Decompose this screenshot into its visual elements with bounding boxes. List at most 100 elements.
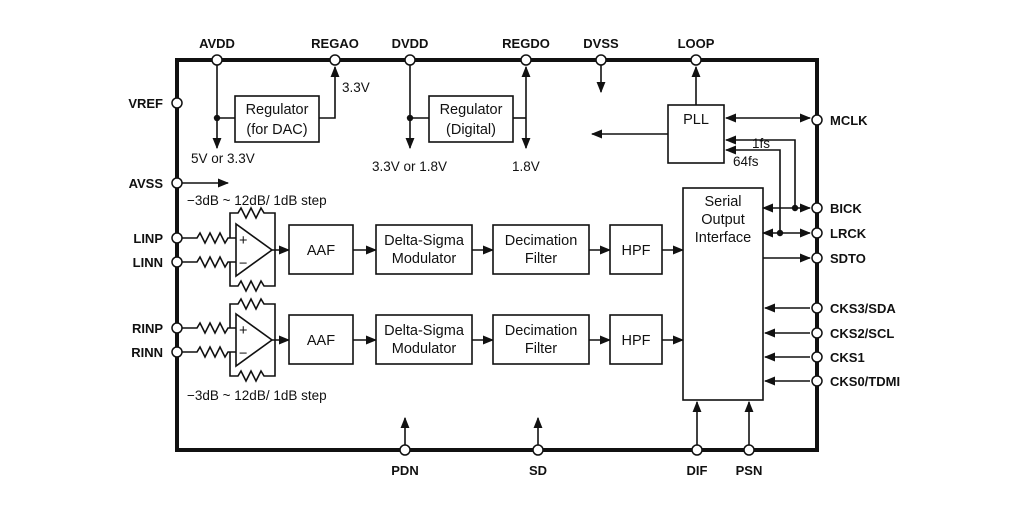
serial-output-interface-block [682, 187, 764, 401]
linn-input-resistor [182, 255, 236, 269]
linp-label: LINP [133, 231, 163, 246]
right-aaf-block [288, 314, 354, 365]
pll-64fs-label: 64fs [733, 154, 759, 169]
left-feedback-resistor-bottom [229, 250, 276, 293]
bick-to-pll-line [724, 135, 796, 208]
sd-label: SD [529, 463, 547, 478]
right-decimation-line-1: Decimation [505, 323, 578, 339]
rinn-input-resistor [182, 345, 236, 359]
left-pga [235, 222, 274, 278]
left-dsm-line-2: Modulator [392, 251, 457, 267]
cks1-pin [811, 351, 823, 363]
serial-interface-line-3: Interface [695, 230, 751, 246]
regulator-dac-subtitle: (for DAC) [246, 122, 307, 138]
avdd-label: AVDD [199, 36, 235, 51]
right-channel: + − AAF Delta-Sigma Modulator Decimation… [182, 297, 685, 383]
loop-pin [690, 54, 702, 66]
regulator-digital-subtitle: (Digital) [446, 122, 496, 138]
left-channel: + − AAF Delta-Sigma Modulator Decimation… [182, 206, 685, 293]
left-hpf-block [609, 224, 663, 275]
linp-input-resistor [182, 231, 236, 245]
left-decimation-line-1: Decimation [505, 233, 578, 249]
regao-voltage: 3.3V [342, 80, 370, 95]
right-decimation-line-2: Filter [525, 341, 557, 357]
pdn-pin [399, 444, 411, 456]
regdo-voltage: 1.8V [512, 159, 540, 174]
sd-pin [532, 444, 544, 456]
lrck-pin [811, 227, 823, 239]
left-delta-sigma-block [375, 224, 473, 275]
bick-pin [811, 202, 823, 214]
sdto-label: SDTO [830, 251, 866, 266]
dif-label: DIF [687, 463, 708, 478]
psn-pin [743, 444, 755, 456]
pdn-label: PDN [391, 463, 418, 478]
right-aaf-label: AAF [307, 333, 335, 349]
left-pga-plus: + [239, 233, 247, 249]
regulator-digital-title: Regulator [440, 102, 503, 118]
right-dsm-line-1: Delta-Sigma [384, 323, 465, 339]
avdd-pin [211, 54, 223, 66]
lrck-label: LRCK [830, 226, 867, 241]
right-pga-plus: + [239, 323, 247, 339]
psn-label: PSN [736, 463, 763, 478]
rinp-pin [171, 322, 183, 334]
cks3-pin [811, 302, 823, 314]
serial-interface-line-1: Serial [704, 194, 741, 210]
cks2-pin [811, 327, 823, 339]
right-hpf-label: HPF [622, 333, 651, 349]
mclk-pin [811, 114, 823, 126]
rinp-label: RINP [132, 321, 163, 336]
right-feedback-resistor-top [229, 297, 276, 340]
left-hpf-label: HPF [622, 243, 651, 259]
linn-pin [171, 256, 183, 268]
regulator-dac-block [234, 95, 320, 143]
left-aaf-label: AAF [307, 243, 335, 259]
right-delta-sigma-block [375, 314, 473, 365]
linp-pin [171, 232, 183, 244]
cks2-label: CKS2/SCL [830, 326, 894, 341]
regao-pin [329, 54, 341, 66]
dvdd-voltage: 3.3V or 1.8V [372, 159, 447, 174]
dvdd-label: DVDD [392, 36, 429, 51]
cks0-pin [811, 375, 823, 387]
cks3-label: CKS3/SDA [830, 301, 896, 316]
right-feedback-resistor-bottom [229, 340, 276, 383]
lrck-junction [776, 229, 784, 237]
right-hpf-block [609, 314, 663, 365]
gain-range-top: −3dB ~ 12dB/ 1dB step [187, 193, 327, 208]
bick-label: BICK [830, 201, 862, 216]
left-dsm-line-1: Delta-Sigma [384, 233, 465, 249]
left-pga-minus: − [239, 256, 247, 272]
serial-interface-line-2: Output [701, 212, 745, 228]
dvss-label: DVSS [583, 36, 619, 51]
dif-pin [691, 444, 703, 456]
dvdd-pin [404, 54, 416, 66]
vref-pin [171, 97, 183, 109]
rinp-input-resistor [182, 321, 236, 335]
mclk-label: MCLK [830, 113, 868, 128]
regao-output-line [319, 65, 340, 119]
regdo-label: REGDO [502, 36, 550, 51]
pll-1fs-label: 1fs [752, 136, 770, 151]
cks0-label: CKS0/TDMI [830, 374, 900, 389]
right-pga [235, 312, 274, 368]
right-decimation-block [492, 314, 590, 365]
avss-label: AVSS [129, 176, 164, 191]
linn-label: LINN [133, 255, 163, 270]
left-decimation-line-2: Filter [525, 251, 557, 267]
rinn-pin [171, 346, 183, 358]
left-aaf-block [288, 224, 354, 275]
left-feedback-resistor-top [229, 206, 276, 250]
right-dsm-line-2: Modulator [392, 341, 457, 357]
pll-title: PLL [683, 112, 709, 128]
bick-junction [791, 204, 799, 212]
gain-range-bottom: −3dB ~ 12dB/ 1dB step [187, 388, 327, 403]
regulator-digital-block [428, 95, 514, 143]
cks1-label: CKS1 [830, 350, 865, 365]
rinn-label: RINN [131, 345, 163, 360]
sdto-pin [811, 252, 823, 264]
vref-label: VREF [128, 96, 163, 111]
right-pga-minus: − [239, 346, 247, 362]
